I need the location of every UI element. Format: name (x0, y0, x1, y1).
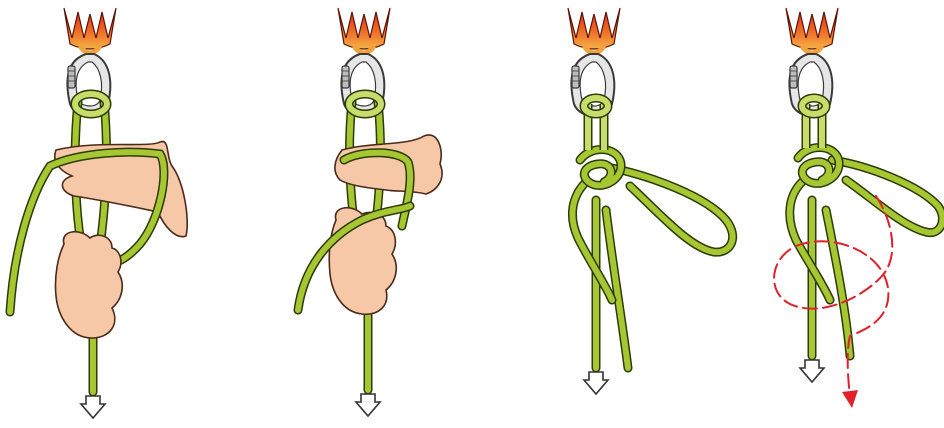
panel-step-3 (568, 8, 733, 394)
load-arrow-icon (356, 394, 380, 416)
load-arrow-icon (800, 360, 824, 382)
panel-step-2 (298, 8, 442, 416)
lower-hand (55, 232, 122, 338)
panel-step-1 (10, 8, 187, 418)
load-arrow-icon (584, 372, 608, 394)
panel-step-4 (774, 8, 942, 408)
load-arrow-icon (81, 396, 105, 418)
